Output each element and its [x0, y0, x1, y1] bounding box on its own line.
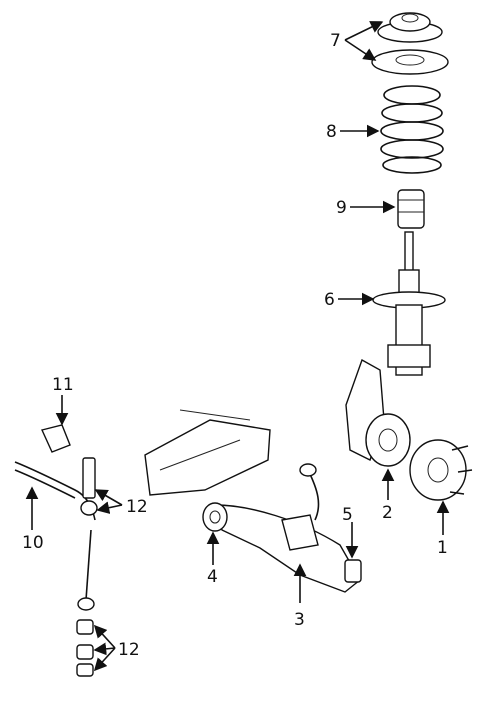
callout-11: 11	[52, 375, 74, 395]
callout-12-upper: 12	[126, 497, 148, 517]
leader-lines	[25, 21, 450, 672]
callout-8: 8	[326, 122, 337, 142]
steering-knuckle	[345, 358, 411, 467]
strut-assembly	[372, 231, 446, 376]
callout-12-lower: 12	[118, 640, 140, 660]
callout-3: 3	[294, 610, 305, 630]
callout-4: 4	[207, 567, 218, 587]
wheel-hub	[409, 439, 473, 501]
callout-9: 9	[336, 198, 347, 218]
coil-spring	[380, 85, 444, 174]
lower-control-arm	[202, 463, 362, 593]
callout-2: 2	[382, 503, 393, 523]
link-bolt	[80, 457, 98, 516]
bushing-bracket	[41, 424, 71, 453]
frame-bracket	[144, 409, 271, 496]
jounce-bumper	[397, 189, 425, 229]
callout-6: 6	[324, 290, 335, 310]
callout-1: 1	[437, 538, 448, 558]
callout-5: 5	[342, 505, 353, 525]
callout-7: 7	[330, 31, 341, 51]
callout-10: 10	[22, 533, 44, 553]
link-kit	[76, 529, 95, 677]
strut-mount	[371, 12, 449, 75]
